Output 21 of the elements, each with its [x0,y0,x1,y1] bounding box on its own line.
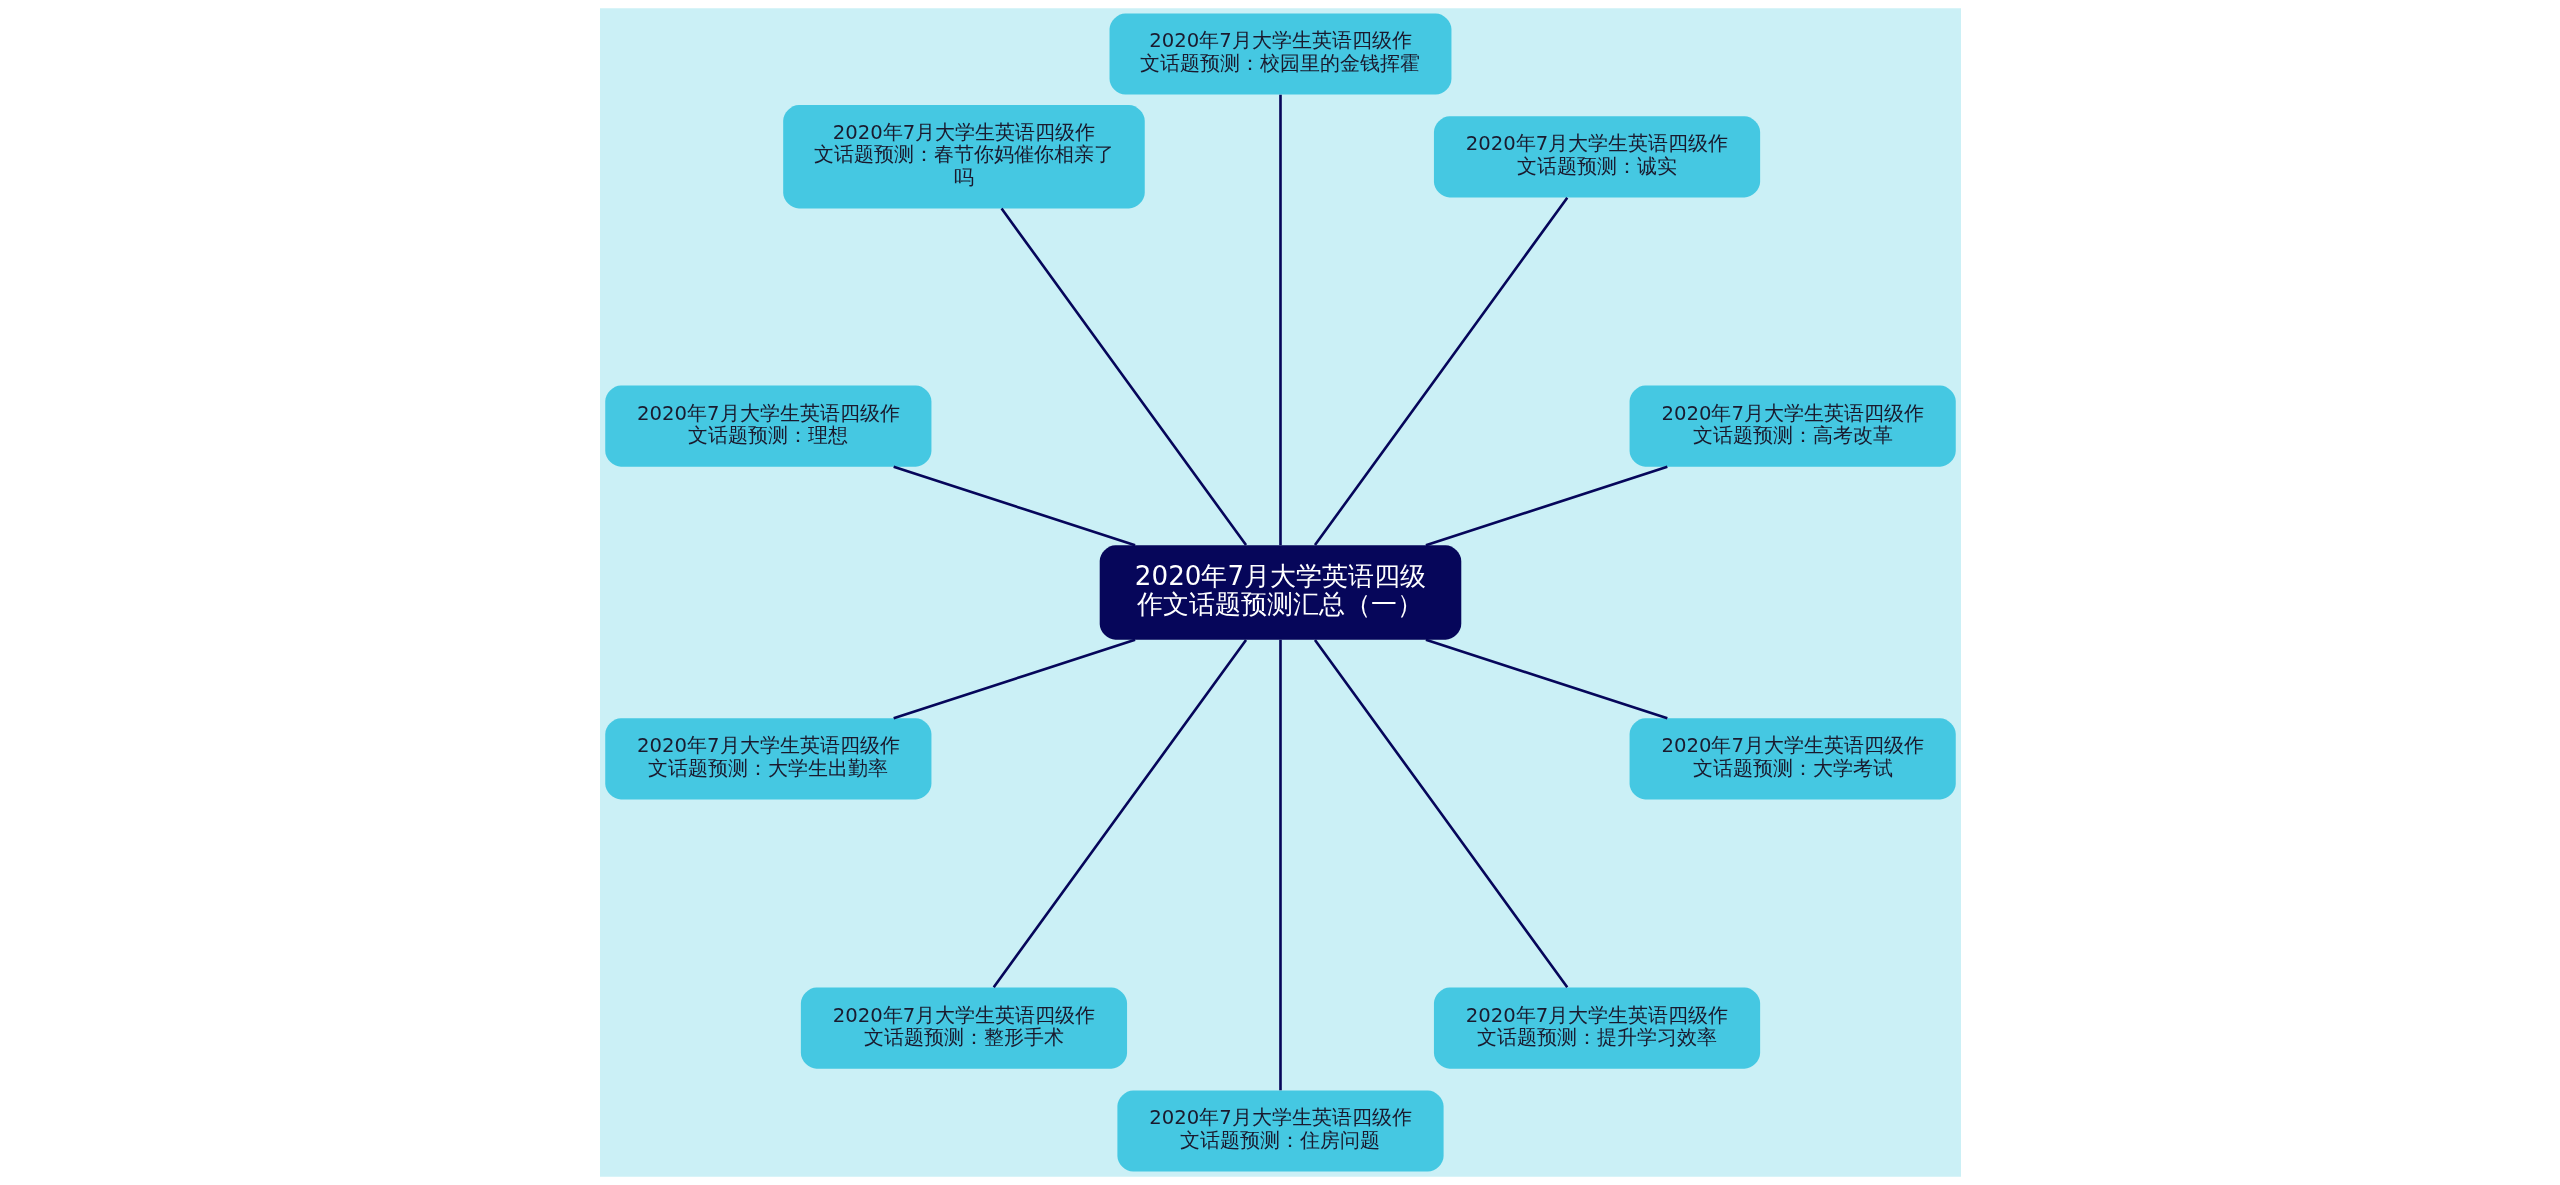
node-box: 2020年7月大学生英语四级作文话题预测：春节你妈催你相亲了吗 [782,105,1145,209]
node-box: 2020年7月大学生英语四级作文话题预测：校园里的金钱挥霍 [1109,13,1451,95]
connector [892,638,1135,720]
node-box: 2020年7月大学生英语四级作文话题预测：大学考试 [1629,718,1956,800]
node-box: 2020年7月大学生英语四级作文话题预测：整形手术 [800,987,1127,1069]
node-box: 2020年7月大学生英语四级作文话题预测：提升学习效率 [1433,987,1760,1069]
node-box: 2020年7月大学生英语四级作文话题预测：住房问题 [1116,1090,1444,1172]
connector [1425,638,1668,720]
connector [1278,639,1282,1091]
node-box: 2020年7月大学生英语四级作文话题预测：高考改革 [1629,385,1956,467]
connector [1313,197,1568,546]
node-box: 2020年7月大学生英语四级作文话题预测：理想 [604,385,931,467]
node-box: 2020年7月大学生英语四级作文话题预测：诚实 [1433,116,1760,198]
connector [1278,94,1282,546]
connector [1425,465,1668,547]
connector [1313,639,1568,988]
node-box: 2020年7月大学生英语四级作文话题预测：大学生出勤率 [604,718,931,800]
connector [1000,207,1247,546]
connector [892,465,1135,547]
node-box: 2020年7月大学英语四级作文话题预测汇总（一） [1099,545,1461,640]
connector [992,639,1247,988]
